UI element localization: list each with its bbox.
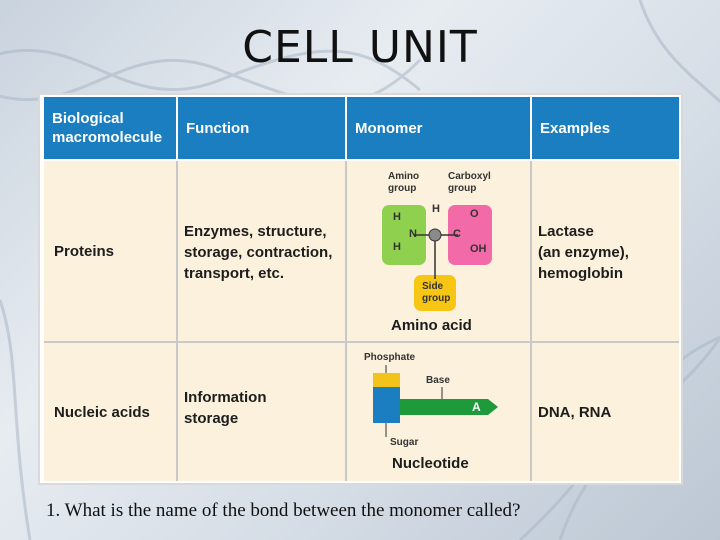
base-label: Base bbox=[426, 375, 450, 386]
side-group-line: group bbox=[422, 293, 451, 304]
atom-c: C bbox=[453, 228, 461, 240]
atom-h: H bbox=[393, 241, 401, 253]
row-nucleic-acids-function: Information storage bbox=[184, 387, 267, 429]
amino-acid-caption: Amino acid bbox=[391, 317, 472, 334]
atom-h: H bbox=[393, 211, 401, 223]
amino-group-line: group bbox=[388, 183, 417, 194]
question-text: 1. What is the name of the bond between … bbox=[46, 500, 521, 521]
header-macromolecule-line-1: Biological bbox=[52, 110, 124, 127]
row-proteins-examples: Lactase (an enzyme), hemoglobin bbox=[538, 221, 629, 284]
function-line: Information bbox=[184, 389, 267, 406]
example-line: (an enzyme), bbox=[538, 244, 629, 261]
example-line: Lactase bbox=[538, 223, 594, 240]
amino-acid-structure bbox=[382, 205, 492, 311]
header-function: Function bbox=[178, 97, 345, 159]
atom-h: H bbox=[432, 203, 440, 215]
function-line: Enzymes, structure, bbox=[184, 223, 327, 240]
phosphate-label: Phosphate bbox=[364, 352, 416, 363]
atom-o: O bbox=[470, 208, 479, 220]
amino-group-line: Amino bbox=[388, 171, 420, 182]
table-body bbox=[44, 161, 679, 481]
carboxyl-group-line: group bbox=[448, 183, 477, 194]
function-line: storage, contraction, bbox=[184, 244, 333, 261]
sugar-block bbox=[373, 387, 400, 423]
grid-line bbox=[176, 161, 178, 481]
side-group-label: Side group bbox=[422, 281, 450, 305]
row-proteins-function: Enzymes, structure, storage, contraction… bbox=[184, 221, 332, 284]
base-arrow bbox=[400, 399, 498, 415]
carboxyl-group-label: Carboxyl group bbox=[448, 171, 491, 195]
amino-group-box bbox=[382, 205, 426, 265]
header-function-label: Function bbox=[186, 119, 250, 137]
carboxyl-group-line: Carboxyl bbox=[448, 171, 491, 182]
header-monomer: Monomer bbox=[347, 97, 530, 159]
grid-line bbox=[44, 341, 679, 343]
header-monomer-label: Monomer bbox=[355, 119, 423, 137]
nucleotide-structure bbox=[373, 365, 498, 437]
macromolecule-table: Biological macromolecule Function Monomer… bbox=[38, 93, 683, 485]
amino-group-label: Amino group bbox=[388, 171, 419, 195]
row-proteins-name: Proteins bbox=[54, 243, 115, 260]
sugar-label: Sugar bbox=[390, 437, 419, 448]
nucleotide-caption: Nucleotide bbox=[392, 455, 469, 472]
carboxyl-group-box bbox=[448, 205, 492, 265]
row-nucleic-acids-examples: DNA, RNA bbox=[538, 402, 611, 423]
header-examples-label: Examples bbox=[540, 119, 611, 137]
row-nucleic-acids-name: Nucleic acids bbox=[54, 404, 150, 421]
function-line: storage bbox=[184, 410, 239, 427]
atom-oh: OH bbox=[470, 243, 487, 255]
side-group-box bbox=[414, 275, 456, 311]
phosphate-block bbox=[373, 373, 400, 387]
base-letter: A bbox=[472, 400, 481, 414]
page-title: CELL UNIT bbox=[242, 22, 478, 73]
header-macromolecule: Biological macromolecule bbox=[44, 97, 176, 159]
grid-line bbox=[345, 161, 347, 481]
grid-line bbox=[530, 161, 532, 481]
atom-n: N bbox=[409, 228, 417, 240]
header-examples: Examples bbox=[532, 97, 679, 159]
example-line: hemoglobin bbox=[538, 265, 623, 282]
side-group-line: Side bbox=[422, 281, 444, 292]
function-line: transport, etc. bbox=[184, 265, 285, 282]
header-macromolecule-line-2: macromolecule bbox=[52, 129, 163, 146]
carbon-atom bbox=[428, 228, 442, 242]
example-line: DNA, RNA bbox=[538, 404, 612, 421]
